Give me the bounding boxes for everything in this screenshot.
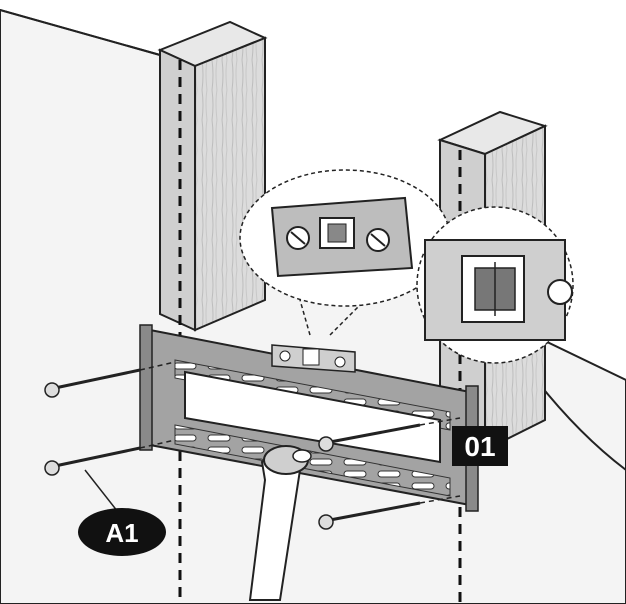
lag-bolt-middle-right (318, 417, 461, 452)
part-callout-text: A1 (105, 518, 138, 548)
a1-leader-line (84, 469, 119, 513)
lag-bolt-lower-right (318, 495, 461, 530)
bubble-level (271, 344, 356, 373)
socket-wrench (248, 445, 312, 601)
step-number-text: 01 (464, 431, 495, 462)
part-callout-a1: A1 (78, 508, 166, 556)
level-magnifier (239, 169, 451, 336)
bubble-zoom-circle (416, 206, 574, 364)
wall-mount-bracket (139, 324, 479, 512)
lag-bolt-upper-left (44, 361, 176, 398)
lag-bolt-lower-left (44, 439, 176, 476)
step-number-label: 01 (452, 426, 508, 466)
